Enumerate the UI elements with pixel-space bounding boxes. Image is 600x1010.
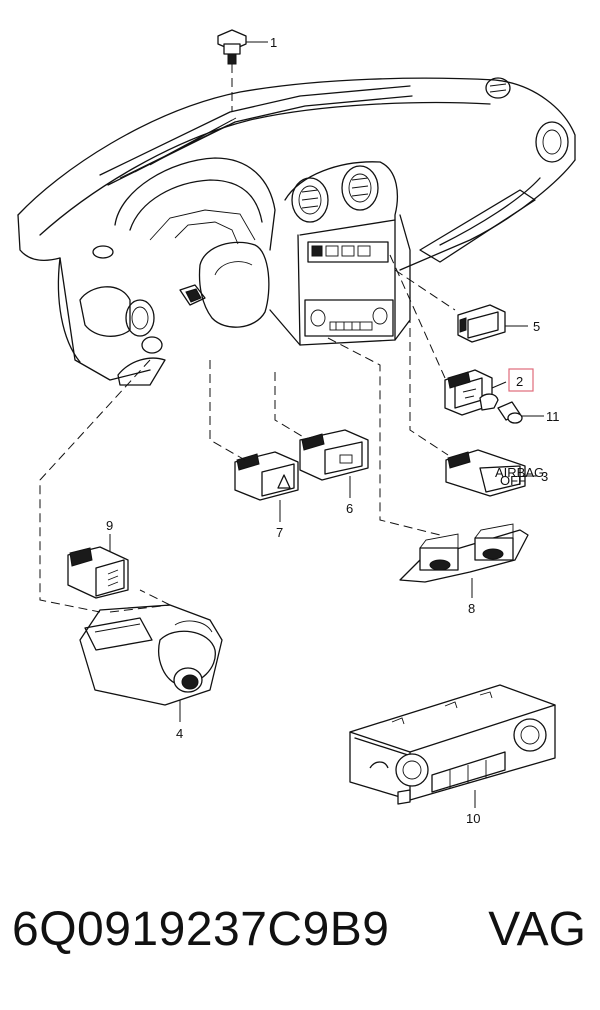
airbag-off-line2: OFF [500,473,526,488]
dashboard-exploded-diagram: AIRBAG OFF [17,29,576,826]
part-number-text: 6Q0919237C9B9 [12,903,390,956]
callout-8: 8 [468,601,475,616]
callout-7: 7 [276,525,283,540]
part-9-switch [67,534,129,599]
callout-5: 5 [533,319,540,334]
callout-3: 3 [541,469,548,484]
callout-4: 4 [176,726,183,741]
part-2-switch [444,369,507,416]
callout-6: 6 [346,501,353,516]
callout-11: 11 [546,409,560,424]
callout-2: 2 [516,374,523,389]
callout-10: 10 [466,811,480,826]
brand-text: VAG [488,903,586,956]
callout-9: 9 [106,518,113,533]
part-1-sensor [217,29,268,112]
part-8-switch-panel [399,523,529,598]
part-3-airbag-switch: AIRBAG OFF [445,449,544,497]
part-11-bulb [497,401,544,424]
part-4-light-switch [79,604,223,722]
part-7-hazard-switch [234,451,299,522]
assembly-lines [39,254,456,613]
part-5-switch [457,304,528,343]
part-6-switch [299,429,369,498]
callout-labels: 1 2 3 4 5 6 7 8 9 10 11 [106,35,560,826]
callout-2-highlight-box [508,368,534,392]
dashboard-body [17,77,576,386]
part-10-climate-control [349,684,556,808]
caption-bar: 6Q0919237C9B9 VAG [0,902,600,972]
callout-1: 1 [270,35,277,50]
